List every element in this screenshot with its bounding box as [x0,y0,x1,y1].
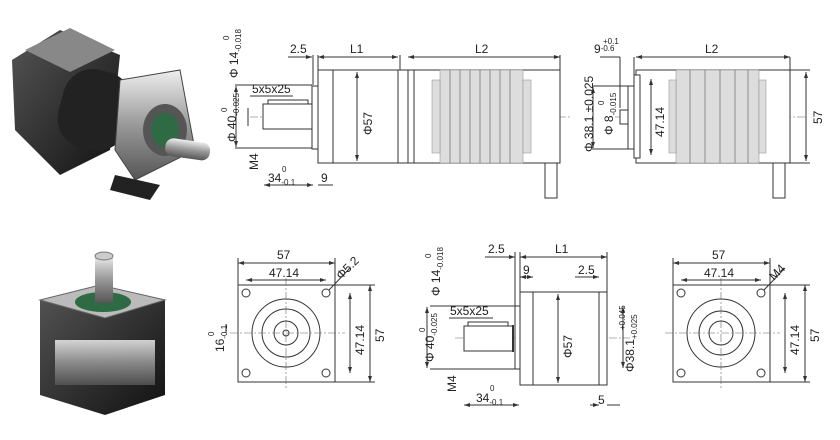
shaft-diameter: Φ 14-0.018 [227,29,243,79]
gearbox-photo [38,251,167,415]
dim-l2: L2 [705,42,719,56]
body-diameter: Φ57 [561,335,575,358]
top-side-view: 2.5 L1 L2 5x5x25 Φ57 9 34-0.1 0 Φ 14-0.0… [220,29,570,199]
shaft-length-tol-up: 0 [490,384,495,393]
pilot-diameter: Φ 40-0.025 [423,313,439,363]
rear-shaft-diameter: Φ 8-0.015 [602,92,618,135]
pilot-diameter-tol-up: 0 [220,107,229,112]
dim-2-5: 2.5 [290,42,307,56]
shaft-diameter-tol-up: 0 [222,35,231,40]
top-rear-view: 9-0.6 +0.1 L2 Φ 38.1 ±0.025 Φ 8-0.015 0 … [582,37,825,199]
boss-diameter: Φ 38.1 ±0.025 [582,75,596,152]
dim-57: 57 [712,248,726,262]
dim-57: 57 [811,110,825,124]
dim-57-vertical: 57 [373,328,387,342]
dim-57-vertical: 57 [808,328,822,342]
dim-5: 5 [598,393,605,407]
dim-l1: L1 [555,242,569,256]
hole-diameter: Φ5.2 [333,253,362,282]
key-size: 5x5x25 [252,82,291,96]
dim-l2: L2 [475,42,489,56]
dim-2-5-rear: 2.5 [578,263,595,277]
gearmotor-photo [12,28,211,200]
bottom-rear-face-view: 57 47.14 M4 47.14 57 [665,248,822,390]
dim-57: 57 [277,248,291,262]
dim-47-14: 47.14 [269,266,299,280]
dim-l1: L1 [350,42,364,56]
shaft-length: 34-0.1 [268,171,296,187]
dim-9: 9 [523,263,530,277]
dim-16-tol-up: 0 [207,331,216,336]
shaft-length-tol-up: 0 [282,165,287,174]
shaft-diameter: Φ 14-0.018 [429,247,445,297]
rear-shaft-tol-up: 0 [597,100,606,105]
bottom-front-view: 57 47.14 Φ5.2 16-0.1 0 47.14 57 [207,248,387,390]
thread-m4: M4 [445,375,459,392]
dim-47-14-vertical: 47.14 [788,325,802,355]
pilot-diameter-tol-up: 0 [418,327,427,332]
thread-m4: M4 [247,153,261,170]
dim-47-14: 47.14 [653,107,667,137]
rear-diameter: Φ38.1+0.025 [623,314,639,372]
dim-2-5: 2.5 [488,242,505,256]
bottom-side-view: 2.5 L1 9 2.5 5x5x25 Φ57 Φ38.1+0.025 +0.0… [418,242,639,407]
rear-diameter-tol-up: +0.045 [618,305,627,330]
dim-9: 9 [321,171,328,185]
shaft-diameter-tol-up: 0 [424,253,433,258]
key-size: 5x5x25 [450,304,489,318]
shaft-length: 34-0.1 [476,391,504,407]
body-diameter: Φ57 [361,112,375,135]
dim-47-14-vertical: 47.14 [353,325,367,355]
pilot-diameter: Φ 40-0.025 [225,93,241,143]
dim-9: 9-0.6 [594,42,615,56]
dim-16: 16-0.1 [213,324,229,352]
dim-9-tol-up: +0.1 [603,37,619,46]
dim-47-14: 47.14 [704,266,734,280]
